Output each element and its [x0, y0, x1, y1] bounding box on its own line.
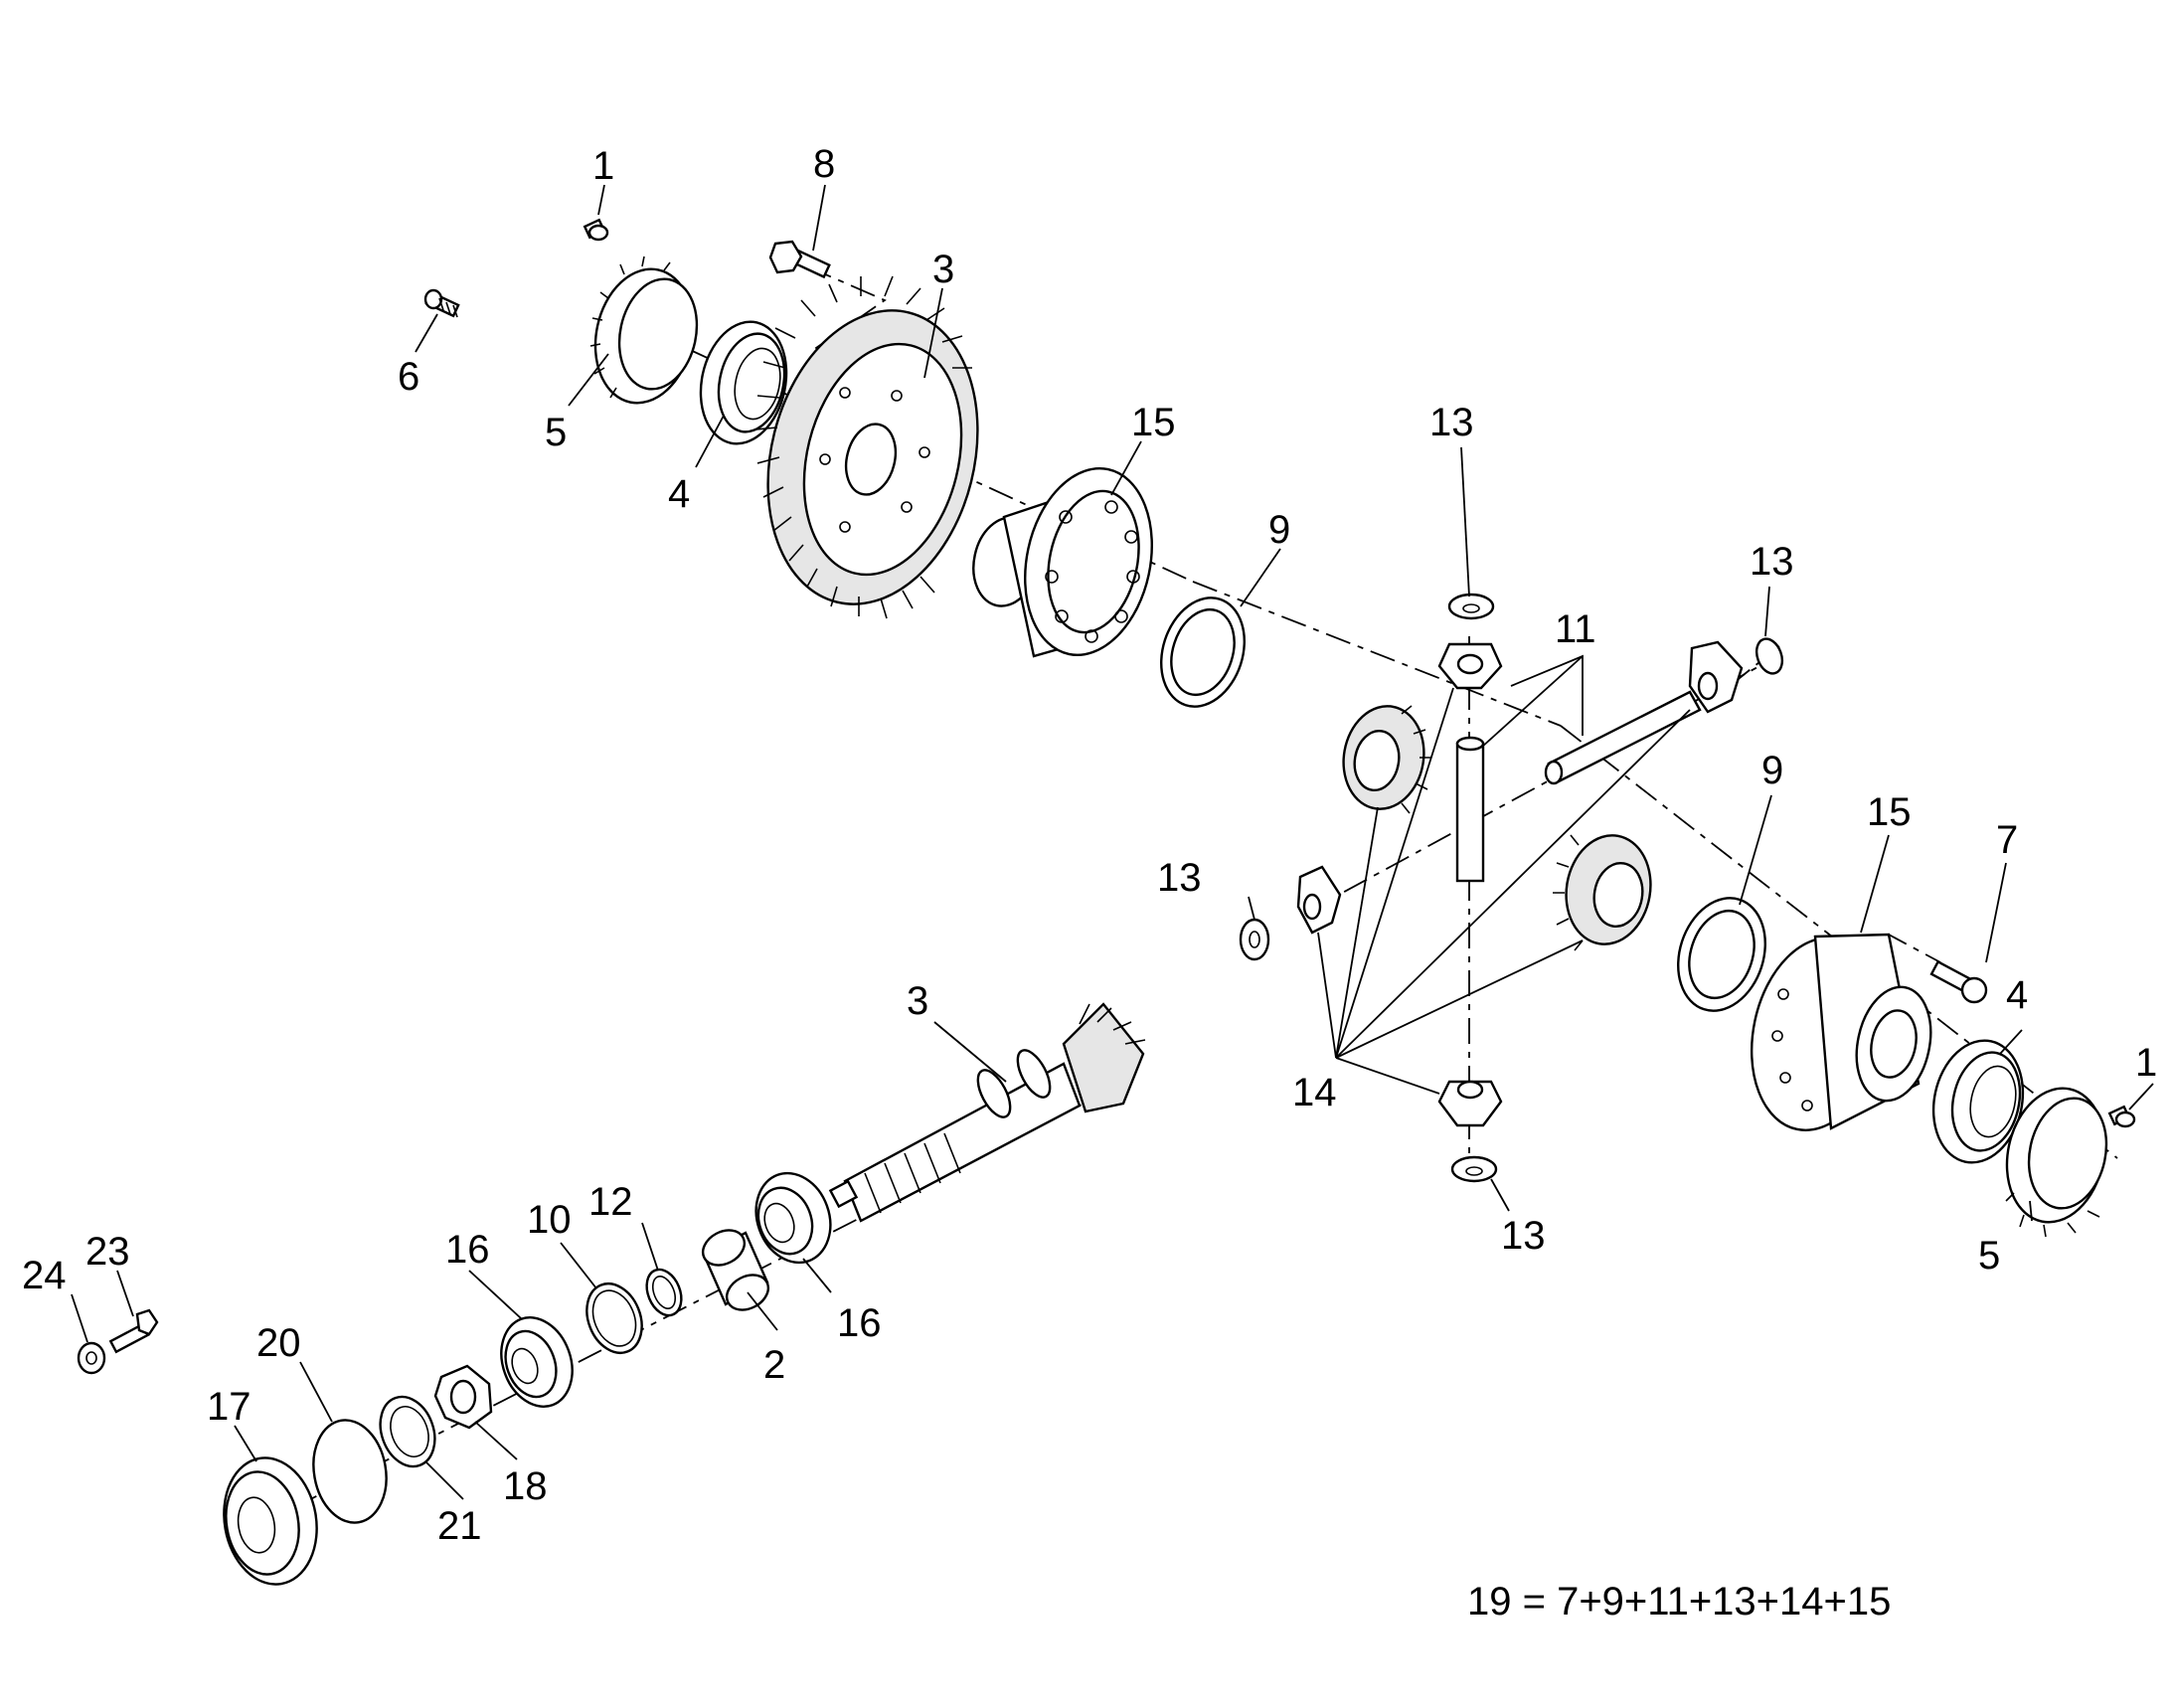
nut-18 [433, 1364, 493, 1430]
callout-16-left: 16 [445, 1228, 490, 1272]
callout-13-left: 13 [1157, 856, 1202, 900]
pinion-gear-left [1296, 865, 1342, 935]
washer-24 [77, 1341, 106, 1375]
cover-disc-20 [312, 1419, 388, 1524]
bearing-4-right [1931, 1039, 2025, 1164]
bearing-16-left [500, 1316, 574, 1408]
adjusting-ring-5-right [2005, 1087, 2108, 1238]
shim-10 [585, 1282, 643, 1354]
callout-7: 7 [1996, 818, 2018, 862]
adjusting-ring-5-top [589, 256, 699, 405]
cross-pin-11-angled [1544, 690, 1702, 785]
callout-23: 23 [85, 1230, 130, 1274]
callout-13-top: 13 [1429, 401, 1474, 444]
callout-labels: 1 8 3 6 5 4 15 9 13 13 11 9 15 7 13 4 1 … [22, 142, 2157, 1548]
drive-pinion-shaft-3 [828, 1002, 1146, 1223]
bearing-4-top [699, 320, 788, 445]
pinion-gear-top [1437, 642, 1503, 690]
callout-24: 24 [22, 1254, 67, 1297]
thrust-washer-9-right [1677, 897, 1766, 1012]
callout-3-ring-gear: 3 [932, 248, 954, 291]
callout-10: 10 [527, 1198, 572, 1242]
callout-8: 8 [813, 142, 835, 186]
callout-15-right: 15 [1867, 790, 1912, 834]
bolt-23 [108, 1308, 159, 1354]
thrust-washer-13-right [1755, 637, 1784, 675]
callout-15-top: 15 [1131, 401, 1176, 444]
pinion-gear-right [1688, 640, 1744, 714]
callout-12: 12 [588, 1180, 633, 1224]
side-gear-left [1342, 705, 1431, 814]
callout-6: 6 [398, 355, 419, 399]
bolt-8 [768, 240, 831, 279]
ring-gear-3 [754, 275, 979, 619]
assembly-formula: 19 = 7+9+11+13+14+15 [1467, 1580, 1891, 1623]
thrust-washer-13-left [1239, 918, 1270, 961]
leader-lines [71, 184, 2154, 1500]
callout-2: 2 [763, 1343, 785, 1387]
callout-9-top: 9 [1268, 508, 1290, 552]
callout-1-right: 1 [2135, 1041, 2157, 1085]
seal-21 [379, 1395, 436, 1468]
callout-20: 20 [256, 1321, 301, 1365]
pinion-gear-bottom [1437, 1080, 1503, 1127]
centerline-bolt-8 [806, 265, 887, 351]
callout-4-top: 4 [668, 472, 690, 516]
callout-13-right: 13 [1750, 540, 1794, 584]
thrust-washer-13-bottom [1450, 1155, 1498, 1183]
callout-4-right: 4 [2006, 973, 2028, 1017]
snap-ring-12 [645, 1268, 683, 1317]
callout-1-top: 1 [592, 144, 614, 188]
differential-housing-15-top [972, 466, 1153, 658]
callout-5-top: 5 [545, 411, 567, 454]
screw-6 [423, 288, 460, 318]
centerline-diff-axis [1192, 581, 1562, 727]
bearing-17 [223, 1456, 318, 1586]
callout-17: 17 [207, 1385, 251, 1429]
thrust-washer-13-top [1447, 593, 1495, 620]
callout-11: 11 [1555, 607, 1596, 651]
callout-21: 21 [437, 1504, 482, 1548]
callout-14: 14 [1292, 1071, 1337, 1114]
callout-3-pinion: 3 [907, 979, 928, 1023]
bolt-7 [1929, 959, 1988, 1004]
cross-pin-11-vertical [1455, 736, 1485, 883]
bearing-16-right [754, 1171, 832, 1265]
callout-16-right: 16 [837, 1301, 882, 1345]
thrust-washer-9-top [1160, 597, 1246, 708]
callout-13-bottom: 13 [1501, 1214, 1546, 1258]
callout-18: 18 [503, 1464, 548, 1508]
screw-1-top [583, 218, 609, 242]
screw-1-right [2107, 1105, 2136, 1128]
callout-9-right: 9 [1761, 749, 1783, 792]
differential-housing-15-right [1750, 933, 1932, 1131]
callout-5-right: 5 [1978, 1234, 2000, 1278]
side-gear-right [1553, 834, 1652, 951]
